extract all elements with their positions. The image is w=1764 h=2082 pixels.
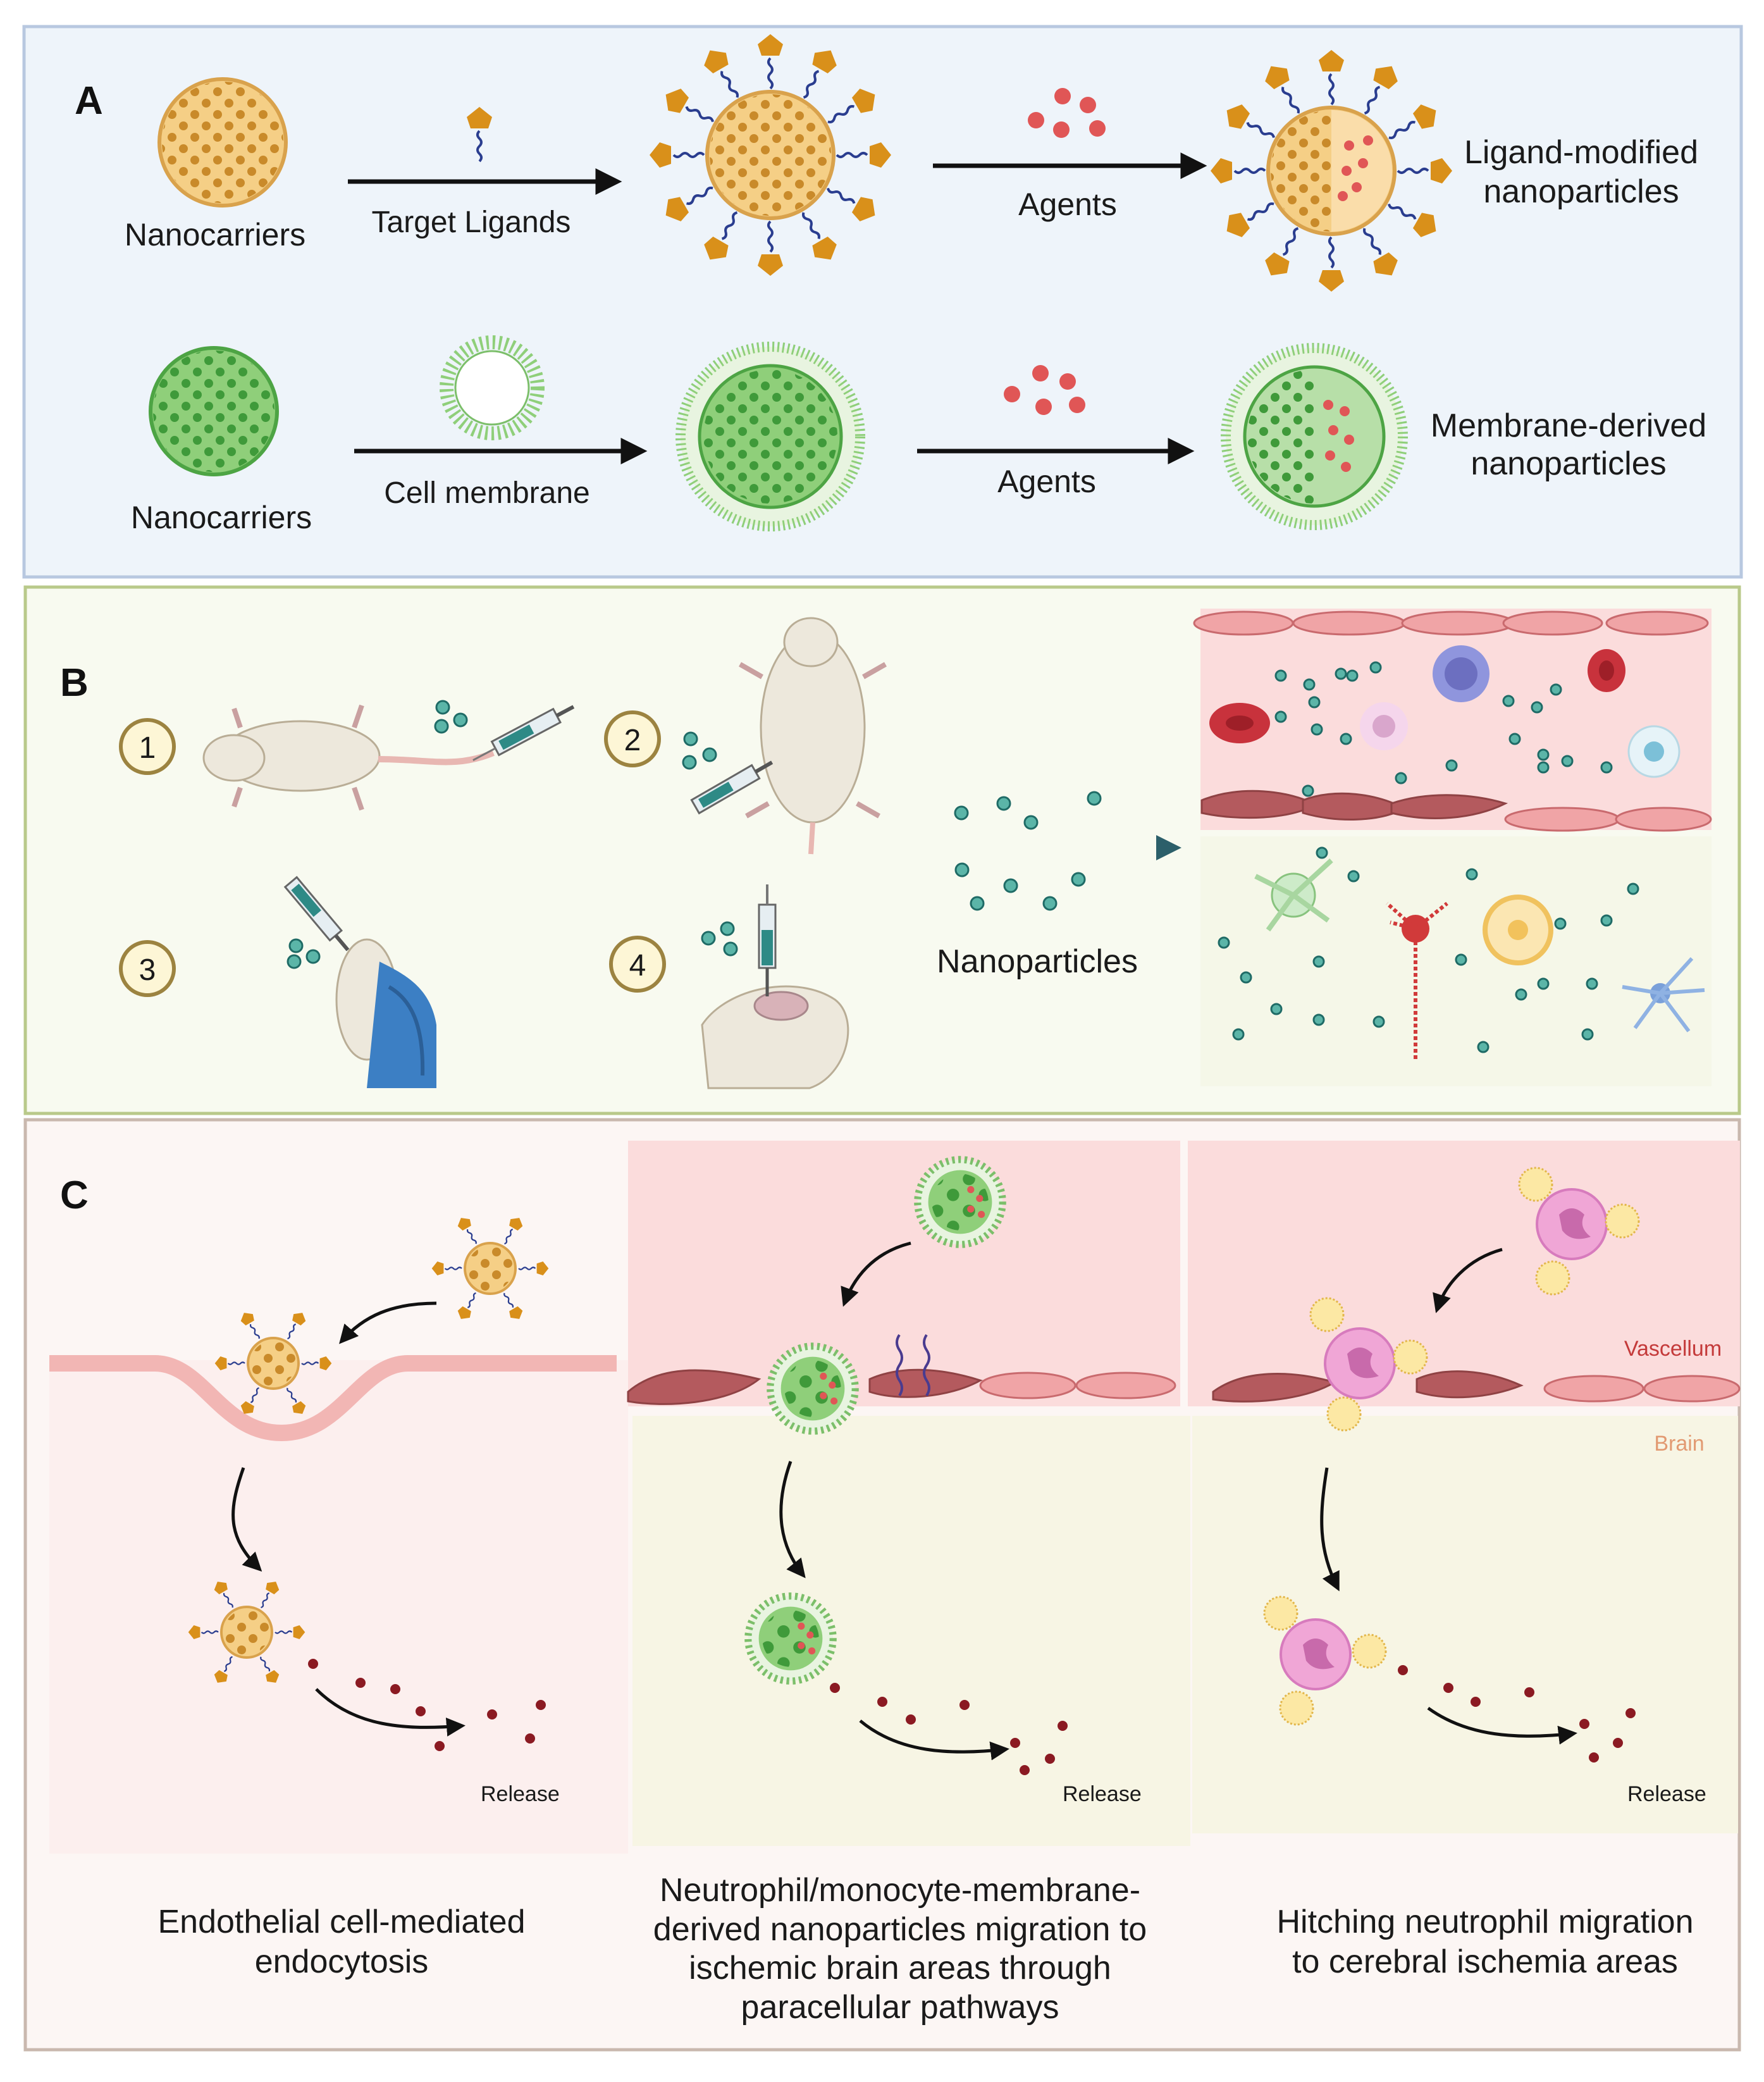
- nanoparticles-label: Nanoparticles: [937, 943, 1138, 980]
- route-badge-4: 4: [609, 936, 666, 993]
- curved-arrow-6: [1320, 1467, 1340, 1592]
- mouse-tail-vein-injection-icon: [202, 700, 575, 811]
- caption-2-line2: derived nanoparticles migration to: [653, 1911, 1147, 1948]
- cell-membrane-curve: [49, 1355, 617, 1442]
- brain-label: Brain: [1654, 1432, 1704, 1456]
- neutrophil-carrier-top-icon: [1518, 1167, 1640, 1296]
- vascellum-label: Vascellum: [1624, 1337, 1722, 1361]
- panel-c-letter: C: [60, 1174, 89, 1217]
- nanocarrier-green-icon: [151, 348, 277, 474]
- route-badge-3: 3: [119, 940, 176, 997]
- row1-result-line1: Ligand-modified: [1464, 134, 1698, 171]
- row2-start-label: Nanocarriers: [131, 500, 312, 535]
- curved-arrow-3: [841, 1241, 911, 1307]
- mouse-intracerebral-injection-icon: [701, 884, 849, 1089]
- row1-step1-label: Target Ligands: [372, 206, 571, 239]
- mouse-handheld-injection-icon: [283, 876, 436, 1088]
- nanoparticles-cluster-icon: [954, 791, 1102, 911]
- column1-background: [49, 1360, 628, 1854]
- release-arrow-2: [859, 1720, 1009, 1761]
- panel-a-background: [22, 25, 1743, 579]
- neutrophil-carrier-brain-icon: [1263, 1596, 1387, 1726]
- green-np-brain-icon: [748, 1596, 833, 1681]
- column3-endothelium: [1212, 1370, 1741, 1403]
- released-drug-icon-1: [308, 1659, 546, 1751]
- neutrophil-carrier-crossing-icon: [1309, 1297, 1428, 1432]
- svg-text:3: 3: [139, 953, 156, 987]
- column2-vessel: [628, 1141, 1180, 1406]
- route-badge-2: 2: [604, 710, 661, 767]
- curved-arrow-2: [231, 1467, 262, 1572]
- panel-a-letter: A: [75, 79, 103, 123]
- oligodendrocyte-icon: [1622, 957, 1705, 1032]
- neuron-icon: [1386, 902, 1448, 1062]
- microglia-icon: [1254, 858, 1333, 932]
- row1-step2-label: Agents: [1018, 187, 1117, 222]
- row1-start-label: Nanocarriers: [125, 217, 305, 252]
- endothelium-bottom: [1200, 790, 1712, 832]
- agents-icon: [1028, 88, 1106, 138]
- cell-membrane-icon: [440, 335, 545, 440]
- released-drug-icon-3: [1398, 1665, 1636, 1763]
- curved-arrow-1: [339, 1301, 437, 1344]
- caption-3-line1: Hitching neutrophil migration: [1276, 1904, 1693, 1940]
- caption-2-line3: ischemic brain areas through: [689, 1950, 1111, 1986]
- column2-brain: [632, 1416, 1190, 1846]
- astrocyte-icon: [1483, 895, 1553, 965]
- membrane-coated-nanocarrier-icon: [675, 342, 865, 531]
- caption-1-line2: endocytosis: [255, 1943, 429, 1980]
- svg-text:4: 4: [629, 949, 646, 982]
- row1-result-line2: nanoparticles: [1483, 173, 1679, 210]
- caption-2-line4: paracellular pathways: [741, 1989, 1059, 2026]
- route-badge-1: 1: [119, 718, 176, 775]
- release-arrow-3: [1427, 1706, 1577, 1745]
- row2-step1-label: Cell membrane: [384, 476, 589, 510]
- green-np-crossing-icon: [770, 1346, 855, 1431]
- leukocyte-icon: [1360, 645, 1681, 778]
- curved-arrow-5: [1433, 1248, 1503, 1313]
- svg-text:2: 2: [624, 724, 641, 757]
- membrane-derived-nanoparticle-icon: [1221, 343, 1408, 530]
- mouse-intraperitoneal-injection-icon: [682, 617, 887, 855]
- row2-result-line2: nanoparticles: [1471, 445, 1666, 482]
- caption-3-line2: to cerebral ischemia areas: [1292, 1943, 1678, 1980]
- caption-1-line1: Endothelial cell-mediated: [157, 1904, 525, 1940]
- red-blood-cell-icon: [1209, 649, 1625, 743]
- nanocarrier-orange-icon: [159, 79, 286, 206]
- agents-icon-2: [1004, 365, 1085, 415]
- receptor-icon: [896, 1334, 930, 1397]
- curved-arrow-4: [779, 1461, 806, 1578]
- release-arrow-1: [315, 1688, 466, 1737]
- ligand-modified-nanoparticle-icon: [1209, 49, 1453, 293]
- caption-2-line1: Neutrophil/monocyte-membrane-: [660, 1872, 1140, 1909]
- svg-text:1: 1: [139, 731, 156, 765]
- distributed-nanoparticles: [1218, 661, 1639, 1053]
- row2-step2-label: Agents: [997, 464, 1096, 499]
- panel-b-letter: B: [60, 661, 89, 705]
- release-label-3: Release: [1627, 1782, 1706, 1806]
- column3-vessel: [1188, 1141, 1740, 1406]
- release-label-2: Release: [1063, 1782, 1142, 1806]
- column2-endothelium: [627, 1368, 1176, 1405]
- green-np-top-icon: [918, 1160, 1002, 1244]
- release-label-1: Release: [481, 1782, 560, 1806]
- released-drug-icon-2: [830, 1683, 1068, 1775]
- endothelium-top: [1193, 610, 1709, 636]
- row2-result-line1: Membrane-derived: [1431, 407, 1706, 444]
